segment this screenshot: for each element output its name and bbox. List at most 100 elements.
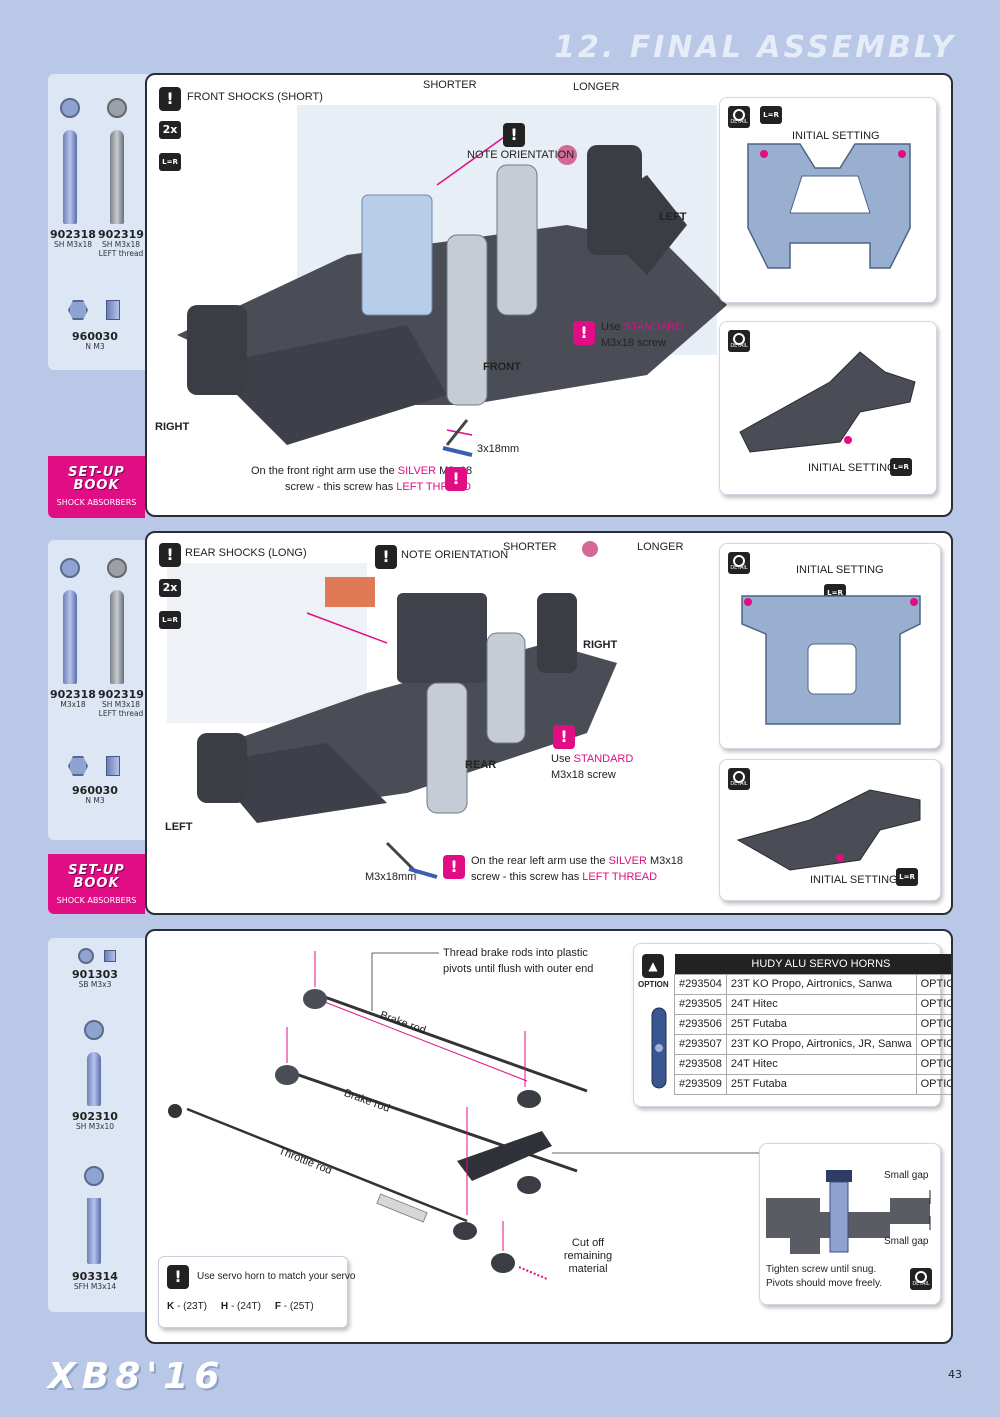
step3-panel: Thread brake rods into plastic pivots un… (145, 929, 953, 1344)
warning-icon: ! (159, 543, 181, 567)
left-thread-note: On the rear left arm use the SILVER M3x1… (471, 855, 683, 867)
tighten-note: Tighten screw until snug. (766, 1264, 877, 1275)
nut-side-icon (106, 300, 120, 320)
gap-detail-card: Small gap Small gap Tighten screw until … (759, 1143, 941, 1305)
screw-head-icon (107, 98, 127, 118)
detail-icon: DETAIL (728, 106, 750, 128)
thumbs-up-icon: ▲ (642, 954, 664, 978)
nut-icon (68, 756, 88, 776)
detail-caption: INITIAL SETTING (810, 874, 898, 886)
longer-label: LONGER (573, 81, 620, 93)
warning-icon: ! (445, 467, 467, 491)
arm-drawing (739, 351, 916, 453)
screw-head-icon (60, 558, 80, 578)
screw-head-icon (107, 558, 127, 578)
thread-note: Thread brake rods into plastic (443, 947, 588, 959)
rear-shocks-illustration (167, 541, 617, 879)
small-gap-label: Small gap (884, 1236, 929, 1247)
warning-icon: ! (375, 545, 397, 569)
bolt-size-label: 3x18mm (477, 443, 520, 455)
note-orientation-label: NOTE ORIENTATION (401, 549, 509, 561)
warning-icon: ! (503, 123, 525, 147)
detail-card-shock-tower: DETAIL L=R INITIAL SETTING (719, 97, 937, 303)
quantity-badge: 2x (159, 579, 181, 597)
screw-head-icon (84, 1020, 104, 1040)
screw-icon (110, 130, 124, 224)
detail-icon: DETAIL (910, 1268, 932, 1290)
note-orientation-label: NOTE ORIENTATION (467, 149, 575, 161)
detail-caption: INITIAL SETTING (796, 564, 884, 576)
step-heading: REAR SHOCKS (LONG) (185, 547, 307, 559)
front-label: FRONT (483, 361, 521, 373)
tighten-note: Pivots should move freely. (766, 1278, 882, 1289)
detail-icon: DETAIL (728, 330, 750, 352)
detail-card-shock-tower: DETAIL INITIAL SETTING L=R (719, 543, 941, 749)
servo-note-text: Use servo horn to match your servo (197, 1271, 356, 1282)
warning-icon: ! (167, 1265, 189, 1289)
servo-horn-drawing (651, 1007, 667, 1089)
horn-size-list: K - (23T) H - (24T) F - (25T) (167, 1301, 314, 1312)
step1-panel: ! FRONT SHOCKS (SHORT) 2x L=R SHORTER LO… (145, 73, 953, 517)
screw-head-icon (60, 98, 80, 118)
left-side-label: LEFT (659, 211, 687, 223)
screw-icon (87, 1052, 101, 1106)
brand-logo: XB8'16 (48, 1356, 226, 1397)
arm-drawing (736, 789, 921, 871)
servo-note-box: ! Use servo horn to match your servo K -… (158, 1256, 355, 1328)
table-title: HUDY ALU SERVO HORNS (674, 954, 951, 974)
option-label: OPTION (638, 980, 669, 989)
detail-caption: INITIAL SETTING (792, 130, 880, 142)
warning-icon: ! (553, 725, 575, 749)
bolt-size-label: M3x18mm (365, 871, 417, 883)
screw-spec-label: M3x18 screw (601, 337, 666, 349)
detail-icon: DETAIL (728, 552, 750, 574)
page-number: 43 (948, 1368, 962, 1381)
quantity-badge: 2x (159, 121, 181, 139)
front-shocks-illustration (177, 105, 727, 457)
nut-side-icon (106, 756, 120, 776)
screw-head-icon (78, 948, 94, 964)
lr-badge: L=R (159, 611, 181, 629)
shorter-label: SHORTER (503, 541, 557, 553)
warning-icon: ! (573, 321, 595, 345)
detail-card-arm: DETAIL INITIAL SETTING L=R (719, 759, 941, 901)
shock-tower-drawing (747, 143, 911, 269)
gap-detail-drawing (766, 1170, 931, 1254)
left-thread-note: On the front right arm use the SILVER M3… (251, 465, 472, 477)
set-screw-side-icon (104, 950, 116, 962)
screw-spec-label: M3x18 screw (551, 769, 616, 781)
right-side-label: RIGHT (155, 421, 190, 433)
step-heading: FRONT SHOCKS (SHORT) (187, 91, 323, 103)
screw-icon (87, 1198, 101, 1264)
thread-note: pivots until flush with outer end (443, 963, 594, 975)
warning-icon: ! (443, 855, 465, 879)
left-thread-note: screw - this screw has LEFT THREAD (471, 871, 658, 883)
left-thread-note: screw - this screw has LEFT THREAD (285, 481, 472, 493)
longer-label: LONGER (637, 541, 684, 553)
brake-throttle-illustration (168, 951, 759, 1280)
shorter-label: SHORTER (423, 79, 477, 91)
screw-icon (63, 590, 77, 684)
left-side-label: LEFT (165, 821, 193, 833)
use-standard-note: Use STANDARD (551, 753, 634, 765)
shock-tower-drawing (741, 595, 921, 725)
right-side-label: RIGHT (583, 639, 618, 651)
lr-badge: L=R (760, 106, 782, 124)
detail-icon: DETAIL (728, 768, 750, 790)
detail-caption: INITIAL SETTING (808, 462, 896, 474)
